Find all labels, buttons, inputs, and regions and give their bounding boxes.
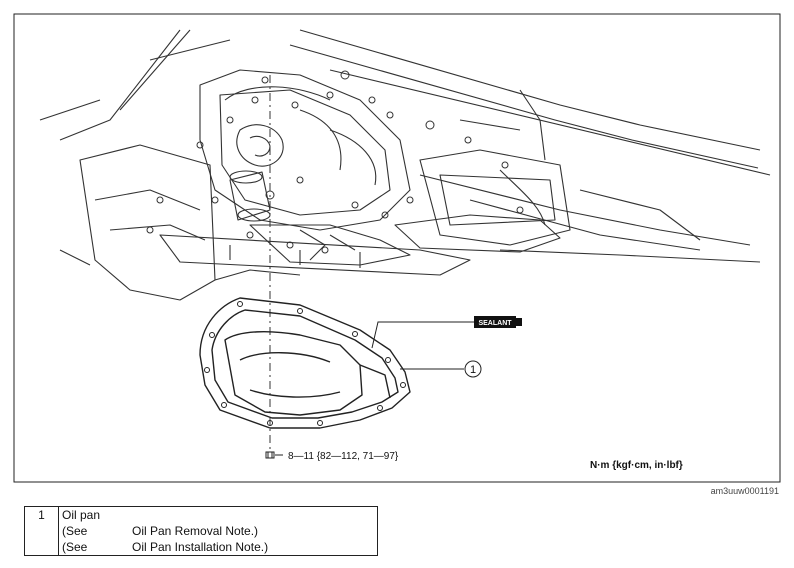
parts-legend-table: 1 Oil pan (See Oil Pan Removal Note.) (Se… xyxy=(24,506,378,556)
legend-removal-note: Oil Pan Removal Note.) xyxy=(132,524,259,538)
legend-note-row: (See Oil Pan Removal Note.) xyxy=(62,523,268,539)
sealant-leader-line xyxy=(371,321,474,349)
diagram-frame xyxy=(13,13,781,483)
oil-pan-flange-holes xyxy=(204,301,406,426)
legend-installation-note: Oil Pan Installation Note.) xyxy=(132,540,269,554)
sealant-label: SEALANT xyxy=(478,320,512,327)
engine-assembly-drawing xyxy=(39,29,771,301)
callout-number: 1 xyxy=(470,364,476,376)
torque-units: N·m {kgf·cm, in·lbf} xyxy=(590,460,683,471)
legend-item-number: 1 xyxy=(25,507,59,555)
bolt-icon xyxy=(265,451,275,459)
legend-see-label: (See xyxy=(62,524,88,538)
bolt-holes xyxy=(146,70,524,254)
sealant-tube xyxy=(474,316,516,328)
oil-pan-drawing xyxy=(199,297,411,429)
legend-see-label: (See xyxy=(62,540,88,554)
legend-note-row: (See Oil Pan Installation Note.) xyxy=(62,539,268,555)
figure-id: am3uuw0001191 xyxy=(711,486,779,496)
torque-spec: 8—11 {82—112, 71—97} xyxy=(288,451,399,462)
callout-circle xyxy=(464,360,482,378)
sealant-tube-cap xyxy=(516,318,522,326)
legend-part-name: Oil pan xyxy=(62,508,101,522)
